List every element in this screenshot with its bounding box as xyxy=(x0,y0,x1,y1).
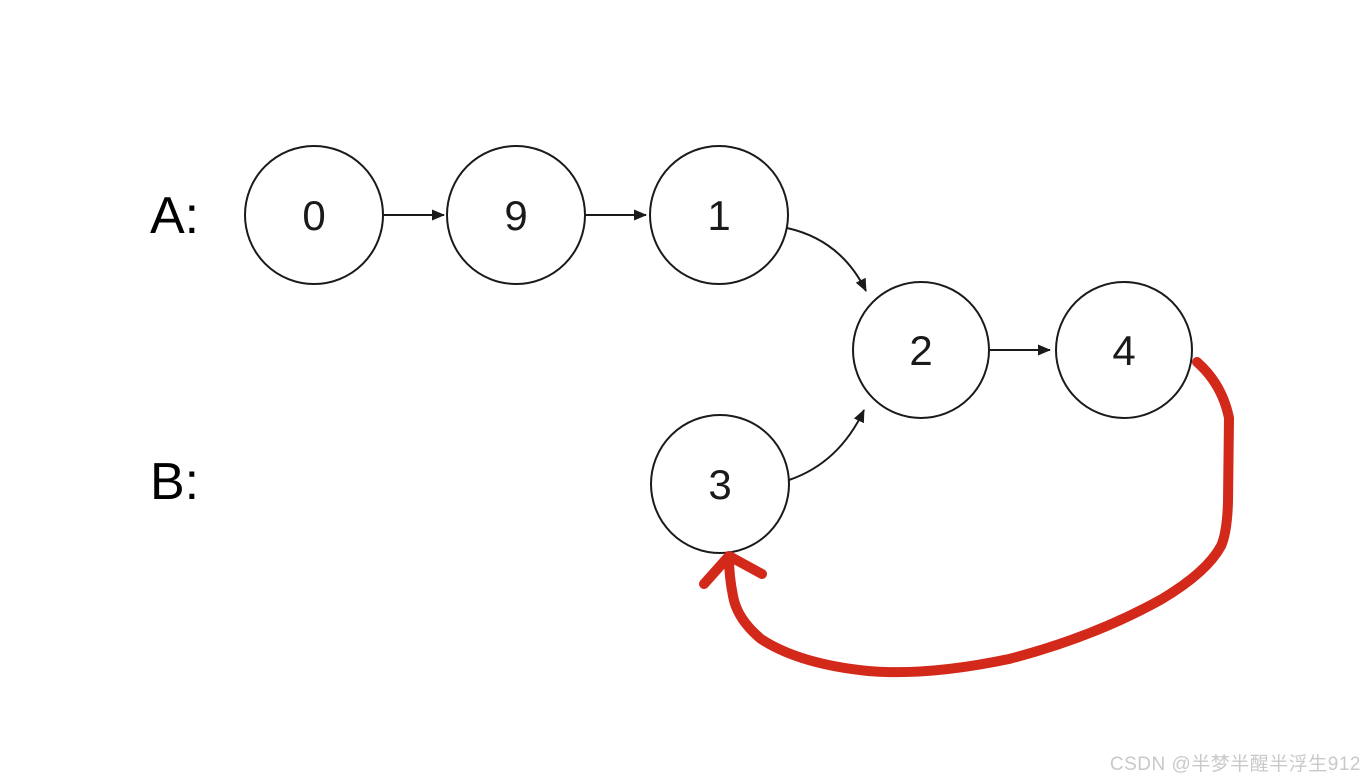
node-0-value: 0 xyxy=(302,192,325,239)
node-2: 2 xyxy=(852,281,990,419)
red-arrowhead-left-barb xyxy=(699,551,734,589)
red-loop-arrow xyxy=(699,357,1234,678)
node-1-circle xyxy=(649,145,789,285)
node-3-value: 3 xyxy=(708,461,731,508)
node-3: 3 xyxy=(650,414,790,554)
node-9-value: 9 xyxy=(504,192,527,239)
csdn-watermark: CSDN @半梦半醒半浮生912 xyxy=(1109,754,1361,775)
node-0-circle xyxy=(244,145,384,285)
list-a-label: A: xyxy=(150,187,199,245)
node-1: 1 xyxy=(649,145,789,285)
red-arrowhead-right-barb xyxy=(724,551,767,579)
list-b-label: B: xyxy=(150,453,199,511)
node-4-value: 4 xyxy=(1112,327,1135,374)
edge-3-to-2 xyxy=(788,409,865,481)
node-0: 0 xyxy=(244,145,384,285)
node-3-circle xyxy=(650,414,790,554)
node-4-circle xyxy=(1055,281,1193,419)
node-1-value: 1 xyxy=(707,192,730,239)
red-loop-arrow-shaft xyxy=(724,357,1234,678)
node-4: 4 xyxy=(1055,281,1193,419)
node-2-value: 2 xyxy=(909,327,932,374)
node-2-circle xyxy=(852,281,990,419)
node-9-circle xyxy=(446,145,586,285)
edge-1-to-2 xyxy=(786,227,867,292)
node-9: 9 xyxy=(446,145,586,285)
